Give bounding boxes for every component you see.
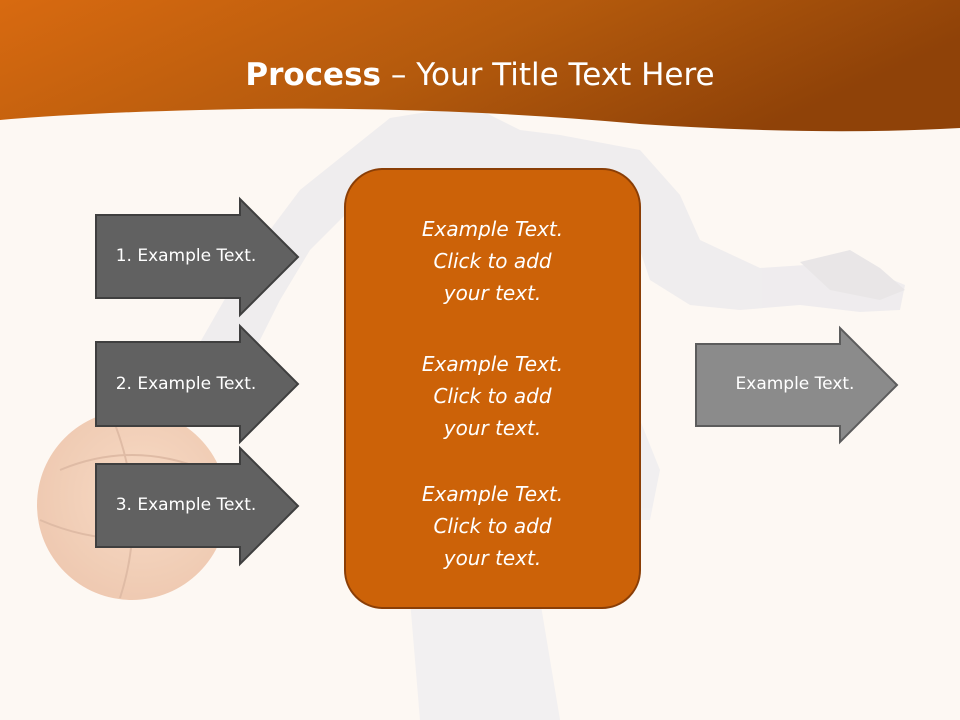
center-block-1: Example Text. Click to add your text. <box>345 213 640 309</box>
process-box[interactable] <box>344 168 641 609</box>
output-arrow[interactable] <box>695 325 899 445</box>
output-label: Example Text. <box>735 374 855 394</box>
slide-title[interactable]: Process – Your Title Text Here <box>0 52 960 98</box>
input-arrow-2[interactable] <box>95 323 300 445</box>
input-arrow-3[interactable] <box>95 445 300 567</box>
input-label-2: 2. Example Text. <box>115 374 257 394</box>
input-label-3: 3. Example Text. <box>115 495 257 515</box>
center-line: Example Text. <box>421 217 564 241</box>
center-line: Click to add <box>433 514 552 538</box>
center-line: Click to add <box>433 384 552 408</box>
center-line: Click to add <box>433 249 552 273</box>
header-band <box>0 0 960 132</box>
input-label-1: 1. Example Text. <box>115 246 257 266</box>
input-arrow-1[interactable] <box>95 196 300 318</box>
input-arrows <box>95 196 300 567</box>
title-rest: – Your Title Text Here <box>381 57 715 93</box>
center-line: your text. <box>443 281 542 305</box>
center-line: Example Text. <box>421 482 564 506</box>
center-block-2: Example Text. Click to add your text. <box>345 348 640 444</box>
center-line: your text. <box>443 546 542 570</box>
center-line: your text. <box>443 416 542 440</box>
center-line: Example Text. <box>421 352 564 376</box>
center-block-3: Example Text. Click to add your text. <box>345 478 640 574</box>
title-bold: Process <box>245 57 381 93</box>
